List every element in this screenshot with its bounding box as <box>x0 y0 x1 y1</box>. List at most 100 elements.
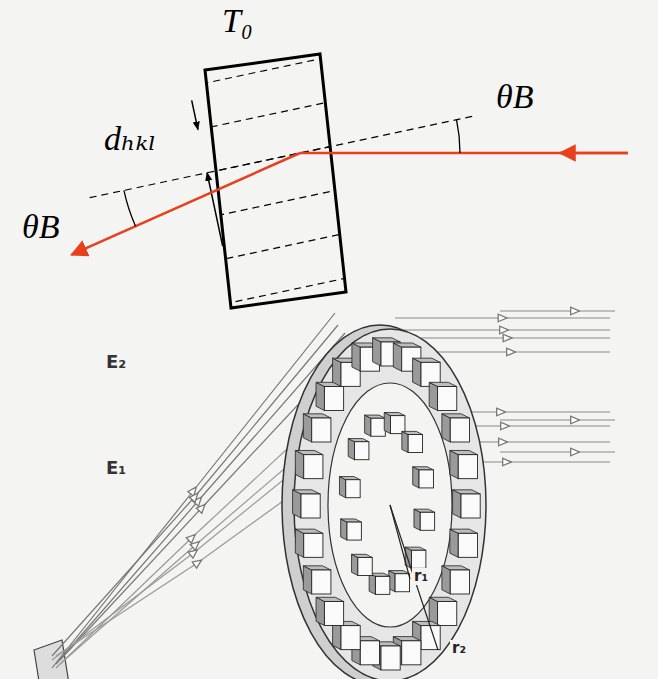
crystal-side <box>442 414 450 442</box>
crystal-top <box>413 621 441 625</box>
crystal-side <box>369 573 375 594</box>
crystal-top <box>414 509 435 512</box>
crystal-tile <box>438 387 457 411</box>
reference-plane <box>90 116 476 198</box>
crystal-side <box>293 490 301 518</box>
crystal-outline <box>205 54 346 308</box>
crystal-top <box>393 343 421 347</box>
angle-label: θB <box>496 78 533 115</box>
crystal-tile <box>419 470 433 488</box>
incident-ray-head <box>560 152 628 155</box>
crystal-tile <box>371 418 385 436</box>
incident-ray <box>300 152 628 155</box>
crystal-top <box>303 414 331 418</box>
crystal-top <box>442 414 470 418</box>
crystal-tile <box>420 512 434 530</box>
crystal-side <box>352 554 358 575</box>
angle-label: θB <box>22 208 59 245</box>
crystal-side <box>365 415 371 436</box>
crystal-tile <box>375 576 389 594</box>
diffracted-ray <box>72 153 300 255</box>
crystal-top <box>429 382 457 386</box>
crystal-top <box>450 450 478 454</box>
crystal-tile <box>381 646 400 670</box>
crystal-side <box>352 343 360 371</box>
crystal-tile <box>438 601 457 625</box>
lattice-plane <box>46 58 535 162</box>
crystal-tile <box>461 494 480 518</box>
radius-line <box>390 505 410 579</box>
crystal-tile <box>402 641 421 665</box>
focused-ray <box>52 313 335 668</box>
crystal-side <box>295 450 303 478</box>
crystal-top <box>295 529 323 533</box>
crystal-side <box>303 566 311 594</box>
crystal-tile <box>304 533 323 557</box>
crystal-tile <box>312 570 331 594</box>
crystal-top <box>365 415 386 418</box>
crystal-side <box>450 450 458 478</box>
crystal-top <box>295 450 323 454</box>
crystal-top <box>450 529 478 533</box>
crystal-side <box>442 566 450 594</box>
crystal-side <box>373 338 381 366</box>
incoming-ray <box>395 317 610 318</box>
crystal-side <box>414 509 420 530</box>
crystal-side <box>429 382 437 410</box>
crystal-top <box>373 338 401 342</box>
crystal-tile <box>341 626 360 650</box>
crystal-top <box>348 439 369 442</box>
crystal-top <box>413 467 434 470</box>
crystal-tile <box>450 570 469 594</box>
crystal-tile <box>304 455 323 479</box>
crystal-top <box>402 431 423 434</box>
crystal-top <box>453 490 481 494</box>
crystal-top <box>389 571 410 574</box>
crystal-side <box>295 529 303 557</box>
crystal-top <box>384 412 405 415</box>
energy-label: E₂ <box>104 352 128 372</box>
crystal-tile <box>355 442 369 460</box>
crystal-top <box>352 554 373 557</box>
incoming-ray <box>398 329 610 330</box>
incoming-ray <box>500 310 615 311</box>
crystal-tile <box>411 550 425 568</box>
crystal-side <box>384 412 390 433</box>
lattice-plane <box>65 144 554 248</box>
crystal-tile <box>408 435 422 453</box>
lattice-plane <box>37 15 526 119</box>
crystal-top <box>413 358 441 362</box>
crystal-top <box>293 490 321 494</box>
crystal-tile <box>360 641 379 665</box>
lattice-plane <box>28 0 517 76</box>
crystal-top <box>339 477 360 480</box>
crystal-tile <box>347 522 361 540</box>
crystal-side <box>453 490 461 518</box>
crystal-side <box>393 343 401 371</box>
crystal-tile <box>450 418 469 442</box>
laue-lens <box>34 311 615 679</box>
crystal-tile <box>391 416 405 434</box>
crystal-top <box>442 566 470 570</box>
angle-arc <box>457 120 460 153</box>
crystal-top <box>405 547 426 550</box>
focused-ray <box>52 325 338 656</box>
crystal-side <box>316 597 324 625</box>
focused-ray <box>60 421 340 664</box>
crystal-tile <box>324 601 343 625</box>
crystal-side <box>339 477 345 498</box>
crystal-side <box>303 414 311 442</box>
crystal-side <box>333 358 341 386</box>
radius-line <box>390 505 438 650</box>
spacing-arrow <box>207 173 223 246</box>
crystal-tile <box>346 480 360 498</box>
crystal-tile <box>312 418 331 442</box>
crystal-side <box>413 467 419 488</box>
crystal-top <box>429 597 457 601</box>
crystal-tile <box>458 455 477 479</box>
bragg-crystal <box>28 0 628 377</box>
spacing-arrow <box>192 100 198 129</box>
crystal-side <box>413 358 421 386</box>
